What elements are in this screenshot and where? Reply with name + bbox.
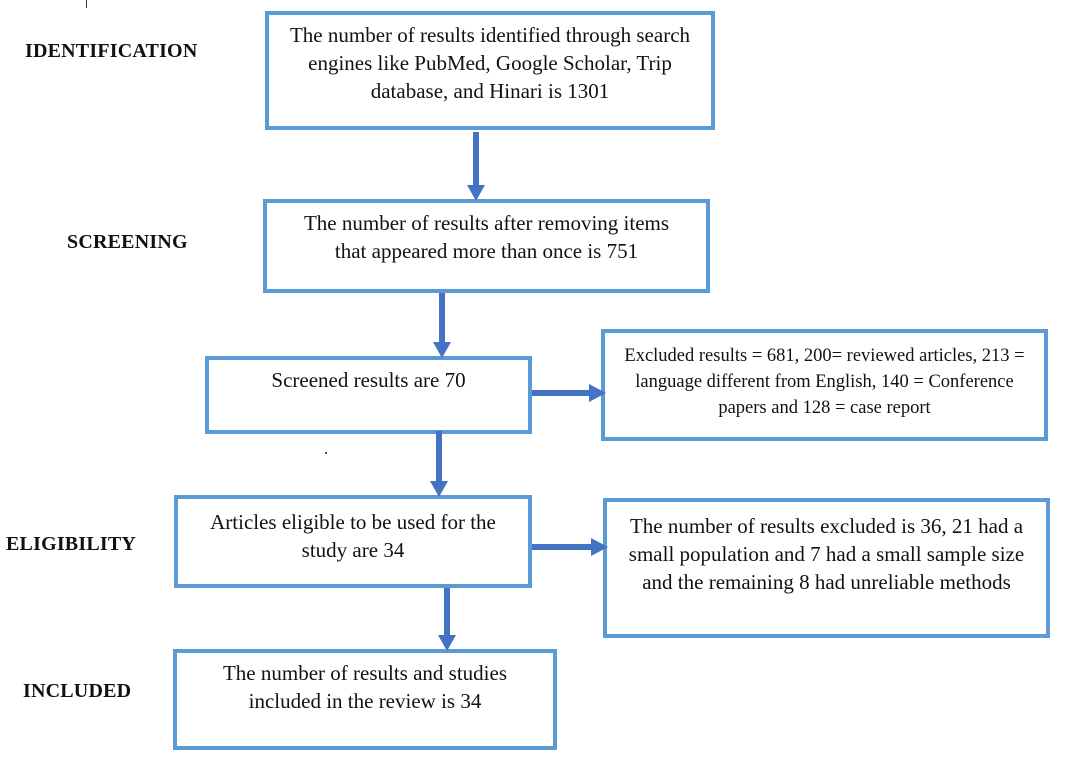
box-deduplicated: The number of results after removing ite… bbox=[263, 199, 710, 293]
arrow-screened-to-eligible bbox=[430, 431, 448, 497]
page-edge-tick bbox=[86, 0, 87, 8]
box-identified: The number of results identified through… bbox=[265, 11, 715, 130]
stage-label-eligibility: ELIGIBILITY bbox=[6, 533, 137, 555]
box-excluded-screening-text: Excluded results = 681, 200= reviewed ar… bbox=[624, 346, 1025, 418]
box-excluded-screening: Excluded results = 681, 200= reviewed ar… bbox=[601, 329, 1048, 441]
arrow-deduplicated-to-screened bbox=[433, 293, 451, 358]
box-deduplicated-text: The number of results after removing ite… bbox=[303, 211, 670, 263]
box-identified-text: The number of results identified through… bbox=[289, 23, 691, 103]
box-eligible: Articles eligible to be used for the stu… bbox=[174, 495, 532, 588]
box-included: The number of results and studies includ… bbox=[173, 649, 557, 750]
box-screened: Screened results are 70 bbox=[205, 356, 532, 434]
arrow-eligible-to-included bbox=[438, 588, 456, 651]
arrow-identified-to-deduplicated bbox=[467, 132, 485, 201]
stray-dot bbox=[325, 452, 327, 454]
arrow-screened-to-excluded bbox=[532, 384, 606, 402]
box-excluded-eligibility-text: The number of results excluded is 36, 21… bbox=[628, 514, 1025, 594]
arrow-eligible-to-excluded bbox=[532, 538, 608, 556]
stage-label-identification: IDENTIFICATION bbox=[25, 40, 198, 62]
box-screened-text: Screened results are 70 bbox=[271, 368, 466, 392]
stage-label-included: INCLUDED bbox=[23, 680, 132, 702]
box-excluded-eligibility: The number of results excluded is 36, 21… bbox=[603, 498, 1050, 638]
box-eligible-text: Articles eligible to be used for the stu… bbox=[210, 510, 496, 562]
stage-label-screening: SCREENING bbox=[67, 231, 188, 253]
box-included-text: The number of results and studies includ… bbox=[222, 661, 508, 713]
